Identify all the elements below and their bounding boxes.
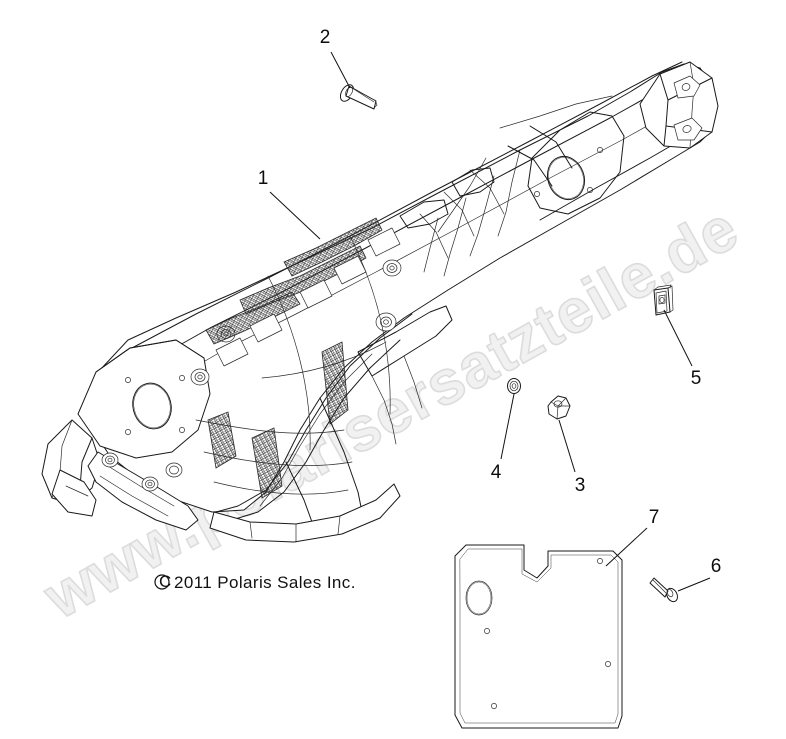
- copyright-circle-icon: [154, 574, 170, 590]
- callout-4[interactable]: 4: [491, 462, 502, 483]
- leader-6: [677, 577, 711, 592]
- callout-6[interactable]: 6: [711, 556, 722, 577]
- leader-lines: [269, 51, 711, 592]
- part-5-u-clip: [653, 284, 674, 316]
- callout-1[interactable]: 1: [258, 168, 269, 189]
- leader-2: [330, 51, 351, 89]
- part-4-flat-washer: [507, 378, 521, 394]
- copyright-text: 2011 Polaris Sales Inc.: [174, 573, 356, 592]
- mesh-band-vertical: [321, 341, 349, 425]
- leader-3: [558, 419, 576, 473]
- part-6-panel-screw: [649, 577, 679, 603]
- copyright-notice: C 2011 Polaris Sales Inc.: [154, 572, 356, 592]
- callout-7[interactable]: 7: [649, 507, 660, 528]
- callout-3[interactable]: 3: [575, 475, 586, 496]
- leader-7: [605, 527, 648, 567]
- part-2-flange-bolt: [339, 84, 378, 110]
- part-1-rear-bumper: [41, 61, 719, 543]
- callout-numbers: 1 2 3 4 5 6 7: [258, 27, 722, 577]
- part-7-closeoff-panel: [454, 544, 623, 729]
- callout-5[interactable]: 5: [691, 368, 702, 389]
- leader-5: [663, 309, 693, 367]
- leader-4: [500, 393, 515, 460]
- copyright-c-glyph: C: [159, 572, 172, 591]
- leader-1: [269, 191, 321, 240]
- part-3-flange-nut: [547, 395, 571, 420]
- callout-2[interactable]: 2: [320, 27, 331, 48]
